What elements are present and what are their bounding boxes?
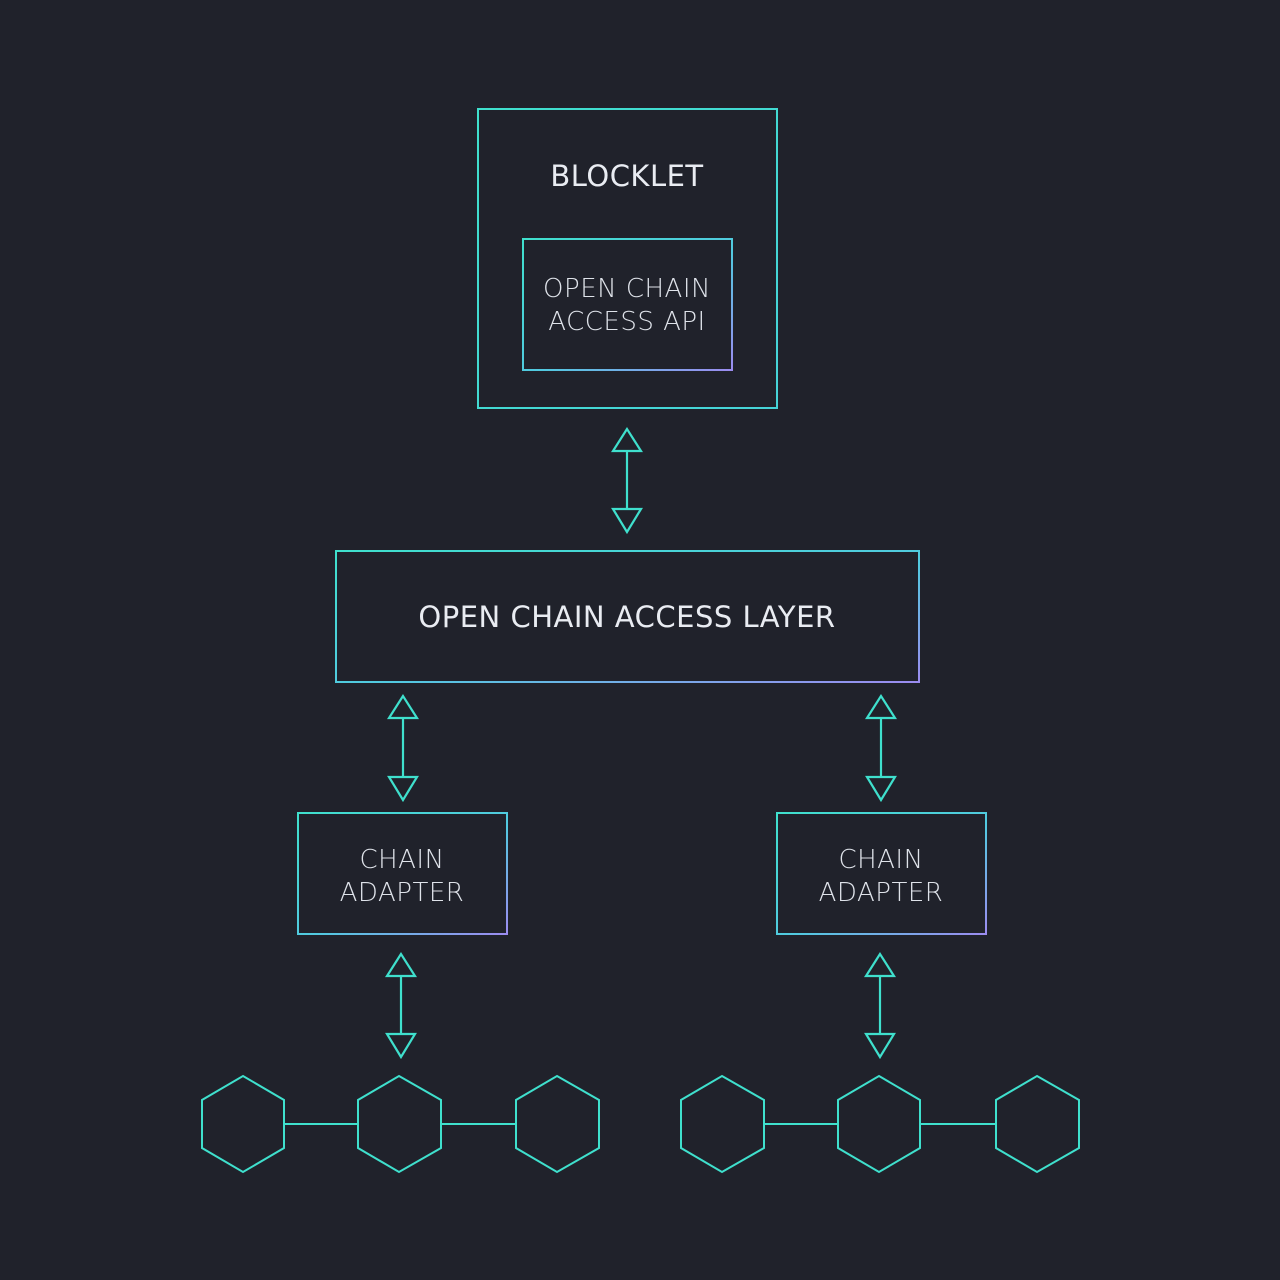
bidirectional-arrow-icon <box>864 693 898 803</box>
hexagon-icon <box>995 1074 1080 1174</box>
bidirectional-arrow-icon <box>863 951 897 1060</box>
hexagon-icon <box>357 1074 442 1174</box>
hexagon-icon <box>201 1074 285 1174</box>
hexagon-icon <box>680 1074 765 1174</box>
adapter-label-line1: CHAIN <box>359 845 444 875</box>
chain-adapter-box-right: CHAIN ADAPTER <box>776 812 987 935</box>
blockchain-right <box>680 1074 1080 1174</box>
open-chain-access-api-box: OPEN CHAIN ACCESS API <box>522 238 733 371</box>
adapter-label-line2: ADAPTER <box>340 878 465 908</box>
hexagon-icon <box>515 1074 600 1174</box>
blockchain-left <box>201 1074 600 1174</box>
access-layer-title: OPEN CHAIN ACCESS LAYER <box>418 600 835 634</box>
api-label-line1: OPEN CHAIN <box>543 274 711 304</box>
open-chain-access-layer-box: OPEN CHAIN ACCESS LAYER <box>335 550 920 683</box>
api-label-line2: ACCESS API <box>548 307 705 337</box>
adapter-label-line1: CHAIN <box>838 845 923 875</box>
bidirectional-arrow-icon <box>386 693 420 803</box>
bidirectional-arrow-icon <box>384 951 418 1060</box>
blocklet-title: BLOCKLET <box>550 159 703 193</box>
adapter-label-line2: ADAPTER <box>819 878 944 908</box>
bidirectional-arrow-icon <box>610 426 644 535</box>
chain-adapter-box-left: CHAIN ADAPTER <box>297 812 508 935</box>
hexagon-icon <box>837 1074 921 1174</box>
blocklet-box: BLOCKLET OPEN CHAIN ACCESS API <box>477 108 778 409</box>
